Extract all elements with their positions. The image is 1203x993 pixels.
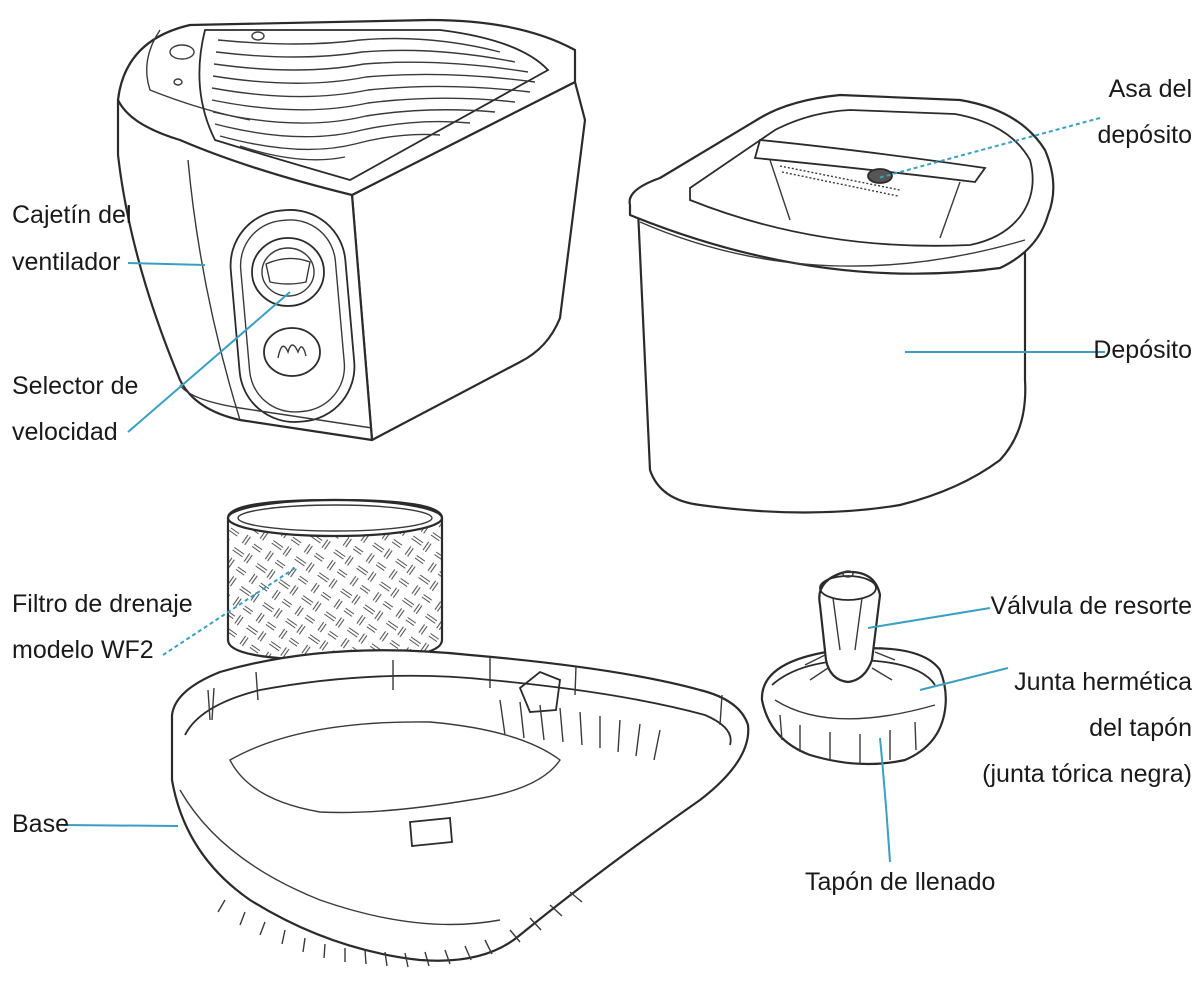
label-wick-filter-line-1: Filtro de drenaje bbox=[12, 590, 193, 618]
label-tank: Depósito bbox=[1093, 336, 1192, 364]
label-tank-handle-line-2: depósito bbox=[1097, 121, 1192, 149]
label-cap-seal: Junta hermética del tapón (junta tórica … bbox=[982, 668, 1192, 788]
leader-fan-housing bbox=[127, 262, 206, 266]
base-ribs bbox=[217, 699, 661, 968]
label-speed-selector-line-2: velocidad bbox=[12, 418, 118, 446]
label-tank-handle: Asa del depósito bbox=[1097, 75, 1192, 149]
fan-housing bbox=[116, 18, 587, 442]
label-spring-valve-line-1: Válvula de resorte bbox=[990, 592, 1192, 620]
leader-base bbox=[62, 824, 179, 827]
label-base: Base bbox=[12, 810, 69, 838]
top-grille bbox=[211, 37, 536, 161]
leader-lines bbox=[62, 117, 1105, 863]
handle-grip-texture bbox=[779, 165, 901, 197]
water-tank bbox=[628, 93, 1055, 514]
leader-cap-seal bbox=[919, 667, 1009, 691]
fill-cap bbox=[760, 570, 947, 766]
wick-filter bbox=[226, 498, 444, 662]
label-fan-housing-line-1: Cajetín del bbox=[12, 201, 132, 229]
label-wick-filter: Filtro de drenaje modelo WF2 bbox=[12, 590, 193, 664]
label-fill-cap-line-1: Tapón de llenado bbox=[805, 868, 995, 896]
label-cap-seal-line-1: Junta hermética bbox=[1014, 668, 1192, 696]
label-fan-housing: Cajetín del ventilador bbox=[12, 201, 132, 276]
humidifier-base bbox=[170, 649, 750, 968]
label-wick-filter-line-2: modelo WF2 bbox=[12, 636, 154, 664]
label-speed-selector: Selector de velocidad bbox=[12, 372, 138, 446]
label-fan-housing-line-2: ventilador bbox=[12, 248, 120, 276]
label-speed-selector-line-1: Selector de bbox=[12, 372, 138, 400]
leader-speed-selector bbox=[127, 291, 291, 433]
label-cap-seal-line-3: (junta tórica negra) bbox=[982, 760, 1192, 788]
label-base-line-1: Base bbox=[12, 810, 69, 838]
label-cap-seal-line-2: del tapón bbox=[1089, 714, 1192, 742]
leader-wick-filter bbox=[162, 567, 296, 656]
leader-tank-handle bbox=[877, 117, 1101, 179]
leader-spring-valve bbox=[867, 607, 991, 629]
leader-fill-cap bbox=[879, 737, 891, 863]
label-spring-valve: Válvula de resorte bbox=[990, 592, 1192, 620]
label-tank-handle-line-1: Asa del bbox=[1109, 75, 1192, 103]
label-fill-cap: Tapón de llenado bbox=[805, 868, 995, 896]
label-tank-line-1: Depósito bbox=[1093, 336, 1192, 364]
